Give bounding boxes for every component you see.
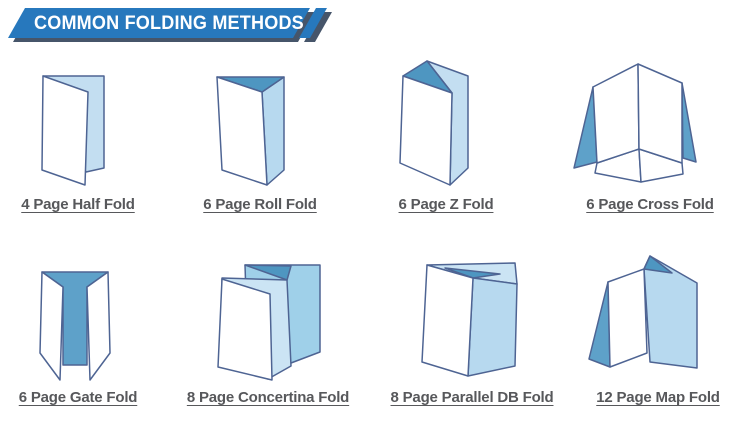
gate-fold-icon <box>39 271 111 381</box>
inner-fold-triangle <box>444 267 501 279</box>
roll-fold-icon <box>216 76 285 186</box>
page-title: COMMON FOLDING METHODS <box>34 13 304 34</box>
fold-label-z-fold[interactable]: 6 Page Z Fold <box>398 196 494 213</box>
map-fold-icon <box>588 255 698 369</box>
banner-graphic <box>8 8 332 42</box>
fold-label-roll-fold[interactable]: 6 Page Roll Fold <box>203 196 317 213</box>
fold-label-map-fold[interactable]: 12 Page Map Fold <box>596 389 720 406</box>
front-panel <box>399 75 453 186</box>
front-panel <box>607 268 648 368</box>
header-banner: COMMON FOLDING METHODS <box>0 0 360 52</box>
front-panel <box>41 75 89 186</box>
parallel-db-fold-icon <box>421 262 518 377</box>
front-panel <box>421 264 474 377</box>
top-fold-triangle <box>244 264 292 281</box>
front-left-panel <box>592 63 640 164</box>
inner-panel <box>467 277 518 377</box>
left-door-panel <box>39 271 64 381</box>
fold-label-gate-fold[interactable]: 6 Page Gate Fold <box>18 389 138 406</box>
fold-label-half-fold[interactable]: 4 Page Half Fold <box>21 196 135 213</box>
cross-fold-icon <box>573 63 697 183</box>
banner-accent-slash <box>299 8 327 38</box>
front-panel <box>216 76 268 186</box>
banner-ribbon <box>8 8 310 38</box>
concertina-fold-icon <box>217 264 321 381</box>
front-panel <box>217 278 273 381</box>
left-wing <box>588 281 611 368</box>
fold-label-parallel-db-fold[interactable]: 8 Page Parallel DB Fold <box>390 389 554 406</box>
half-fold-icon <box>41 75 105 186</box>
fold-label-cross-fold[interactable]: 6 Page Cross Fold <box>586 196 714 213</box>
z-fold-icon <box>399 60 469 186</box>
right-wing <box>681 82 697 163</box>
top-fold-triangle <box>643 255 673 274</box>
right-door-panel <box>86 271 111 381</box>
fold-label-concertina-fold[interactable]: 8 Page Concertina Fold <box>186 389 350 406</box>
front-right-panel <box>637 63 683 164</box>
